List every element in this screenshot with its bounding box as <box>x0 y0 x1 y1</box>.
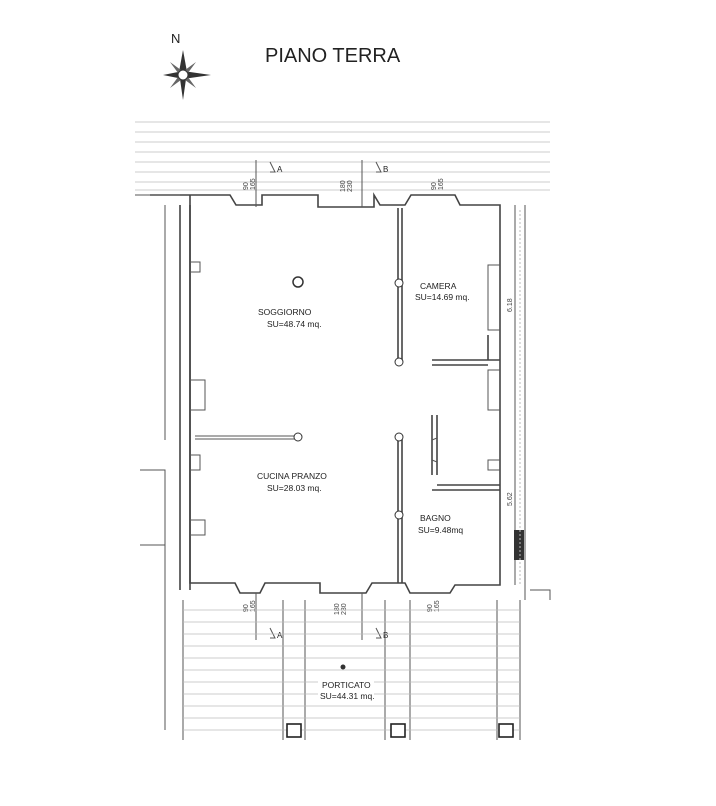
svg-text:165: 165 <box>250 600 257 612</box>
svg-text:180: 180 <box>334 603 341 615</box>
svg-text:CAMERA: CAMERA <box>420 281 457 291</box>
interior-partitions <box>195 208 500 583</box>
plan-title: PIANO TERRA <box>265 45 401 67</box>
svg-text:230: 230 <box>347 180 354 192</box>
room-camera: CAMERA SU=14.69 mq. <box>415 281 470 302</box>
top-terrace-hatch <box>135 121 550 191</box>
building-walls <box>135 192 551 730</box>
svg-text:230: 230 <box>341 603 348 615</box>
svg-text:6.18: 6.18 <box>507 298 514 312</box>
north-label: N <box>171 31 180 46</box>
svg-text:90: 90 <box>427 604 434 612</box>
svg-text:BAGNO: BAGNO <box>420 513 451 523</box>
svg-text:SU=48.74 mq.: SU=48.74 mq. <box>267 319 322 329</box>
section-a-bottom: A <box>277 631 283 640</box>
svg-text:SU=28.03 mq.: SU=28.03 mq. <box>267 483 322 493</box>
svg-text:PORTICATO: PORTICATO <box>322 680 371 690</box>
svg-text:165: 165 <box>434 600 441 612</box>
svg-text:180: 180 <box>340 180 347 192</box>
section-b-top: B <box>383 165 388 174</box>
section-a-top: A <box>277 165 283 174</box>
porch-area <box>182 600 521 740</box>
room-porticato: PORTICATO SU=44.31 mq. <box>318 679 375 701</box>
svg-text:90: 90 <box>243 604 250 612</box>
compass-rose-icon: N <box>163 31 211 100</box>
room-bagno: BAGNO SU=9.48mq <box>418 513 463 535</box>
svg-text:SU=9.48mq: SU=9.48mq <box>418 525 463 535</box>
svg-text:165: 165 <box>438 178 445 190</box>
svg-text:SU=14.69 mq.: SU=14.69 mq. <box>415 292 470 302</box>
svg-text:SU=44.31 mq.: SU=44.31 mq. <box>320 691 375 701</box>
svg-text:CUCINA PRANZO: CUCINA PRANZO <box>257 471 327 481</box>
section-marks: A B A B <box>255 160 388 640</box>
svg-text:5.62: 5.62 <box>507 492 514 506</box>
section-b-bottom: B <box>383 631 388 640</box>
svg-text:90: 90 <box>431 182 438 190</box>
room-cucina-pranzo: CUCINA PRANZO SU=28.03 mq. <box>257 471 327 493</box>
svg-text:165: 165 <box>250 178 257 190</box>
svg-text:SOGGIORNO: SOGGIORNO <box>258 307 312 317</box>
dimension-labels: 90 165 180 230 90 165 90 165 180 230 90 … <box>243 178 521 615</box>
room-soggiorno: SOGGIORNO SU=48.74 mq. <box>258 307 322 329</box>
svg-text:90: 90 <box>243 182 250 190</box>
